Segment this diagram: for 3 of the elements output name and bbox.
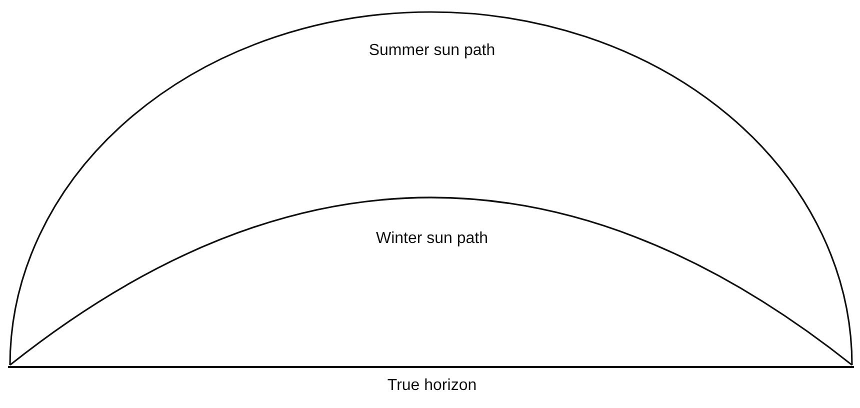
path-label: Winter sun path <box>376 230 488 248</box>
horizon-label: True horizon <box>387 377 477 395</box>
path-label: Summer sun path <box>368 42 496 60</box>
